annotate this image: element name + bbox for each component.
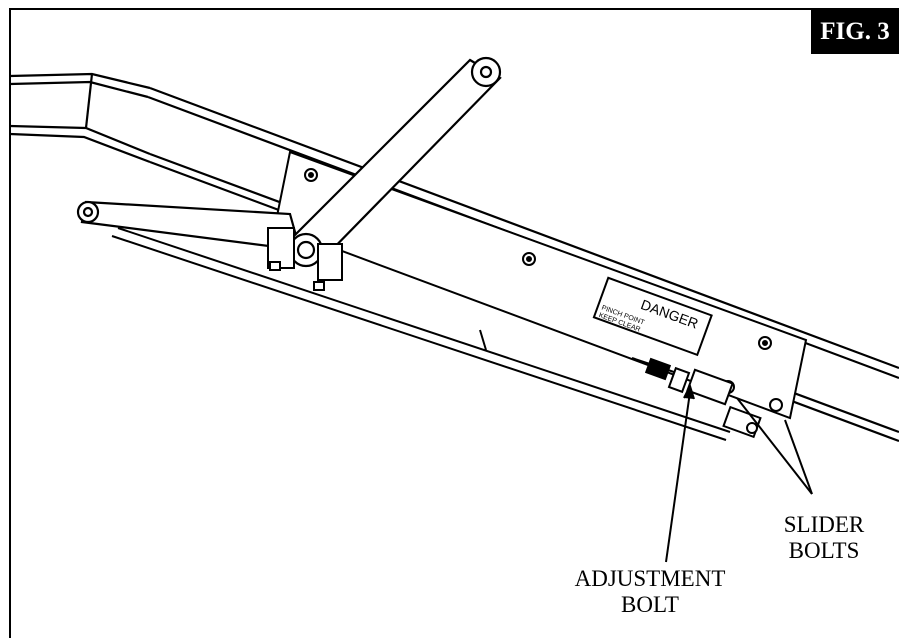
- figure-label: FIG. 3: [811, 9, 899, 54]
- slider-bolt-leader-a: [736, 397, 813, 495]
- slider-bolts-line2: BOLTS: [788, 538, 860, 563]
- adjustment-bolt-assembly: [631, 357, 762, 439]
- adjustment-bolt-leader: [665, 391, 691, 563]
- upper-link-arm: [288, 56, 502, 268]
- lower-link-arm: [76, 200, 302, 252]
- adjustment-bolt-line2: BOLT: [621, 592, 679, 617]
- mounting-plate: [273, 150, 808, 420]
- clamp-blocks: [267, 227, 343, 291]
- lower-frame-rail: [111, 227, 731, 441]
- slider-bolt-leader-b: [784, 419, 813, 495]
- leader-lines: [665, 383, 813, 563]
- figure-border: [9, 8, 899, 638]
- slider-bolts-callout: SLIDER BOLTS: [764, 512, 884, 564]
- adjustment-bolt-callout: ADJUSTMENT BOLT: [564, 566, 736, 618]
- slider-bolts-line1: SLIDER: [783, 512, 865, 537]
- adjustment-bolt-line1: ADJUSTMENT: [574, 566, 726, 591]
